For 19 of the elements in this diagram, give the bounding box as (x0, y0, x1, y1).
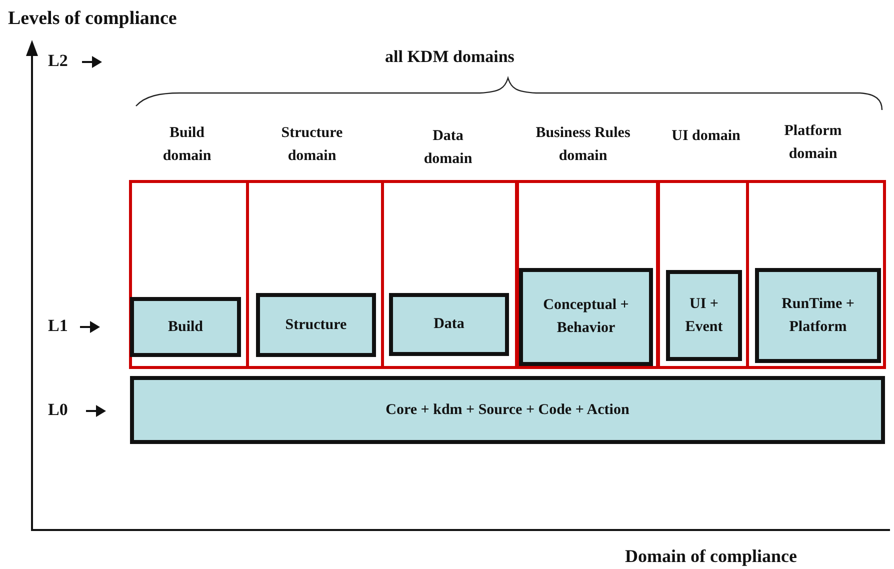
package-box: RunTime + Platform (755, 268, 881, 363)
package-box: Conceptual + Behavior (519, 268, 653, 366)
domain-heading: Business Rules domain (534, 124, 632, 166)
package-box: UI + Event (666, 270, 742, 361)
level-label: L2 (48, 51, 68, 71)
level-label: L0 (48, 400, 68, 420)
package-box: Data (389, 293, 509, 356)
domain-heading: Structure domain (280, 124, 344, 166)
base-layer-box: Core + kdm + Source + Code + Action (130, 376, 885, 444)
domain-heading: Data domain (422, 127, 474, 169)
domain-heading: UI domain (670, 127, 742, 146)
level-label: L1 (48, 316, 68, 336)
axis-title: Levels of compliance (8, 8, 177, 30)
domain-heading: Platform domain (783, 122, 843, 164)
domain-heading: Build domain (162, 124, 212, 166)
axis-title: Domain of compliance (625, 546, 797, 567)
package-box: Structure (256, 293, 376, 357)
package-box: Build (130, 297, 241, 357)
group-label: all KDM domains (385, 47, 514, 67)
